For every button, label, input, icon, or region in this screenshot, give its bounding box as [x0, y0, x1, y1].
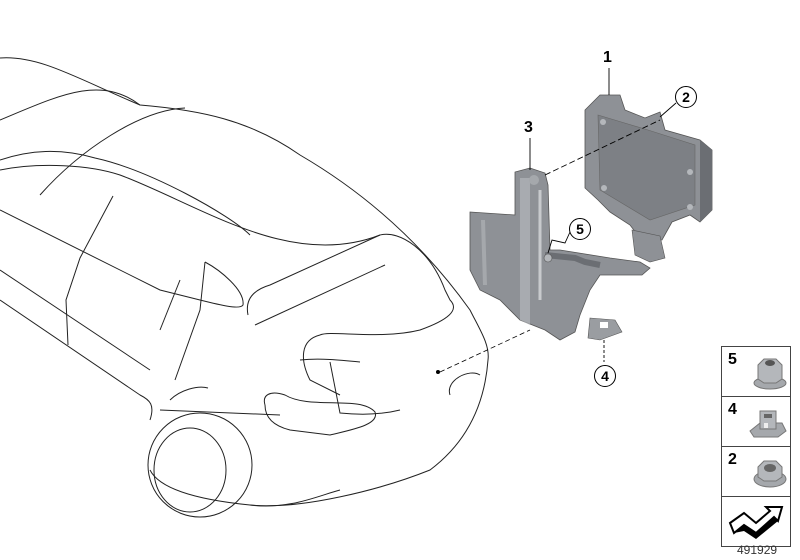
callout-1[interactable]: 1	[603, 49, 612, 66]
legend-item-2[interactable]: 2	[721, 446, 791, 496]
hex-flange-nut-icon	[753, 358, 787, 390]
callout-5[interactable]: 5	[569, 218, 591, 240]
mount-point-dot	[436, 370, 440, 374]
clip-nut-icon	[749, 410, 787, 438]
control-unit-part-1	[584, 94, 713, 263]
legend-item-arrow[interactable]	[721, 496, 791, 547]
direction-arrow-icon	[728, 506, 784, 539]
legend-num: 5	[728, 351, 737, 368]
bracket-part-3	[469, 167, 651, 341]
diagram-id: 491929	[737, 543, 778, 557]
leader-car-to-bracket	[439, 329, 531, 373]
legend-item-5[interactable]: 5	[721, 346, 791, 396]
leader-lines	[529, 68, 677, 362]
legend-num: 2	[728, 451, 737, 468]
parts-legend: 5 4 2	[721, 346, 791, 547]
callout-2[interactable]: 2	[675, 86, 697, 108]
legend-item-4[interactable]: 4	[721, 396, 791, 446]
callout-3[interactable]: 3	[524, 119, 533, 136]
hex-flange-nut-icon	[753, 460, 787, 488]
car-outline	[0, 57, 489, 518]
legend-num: 4	[728, 401, 737, 418]
callout-4[interactable]: 4	[594, 365, 616, 387]
